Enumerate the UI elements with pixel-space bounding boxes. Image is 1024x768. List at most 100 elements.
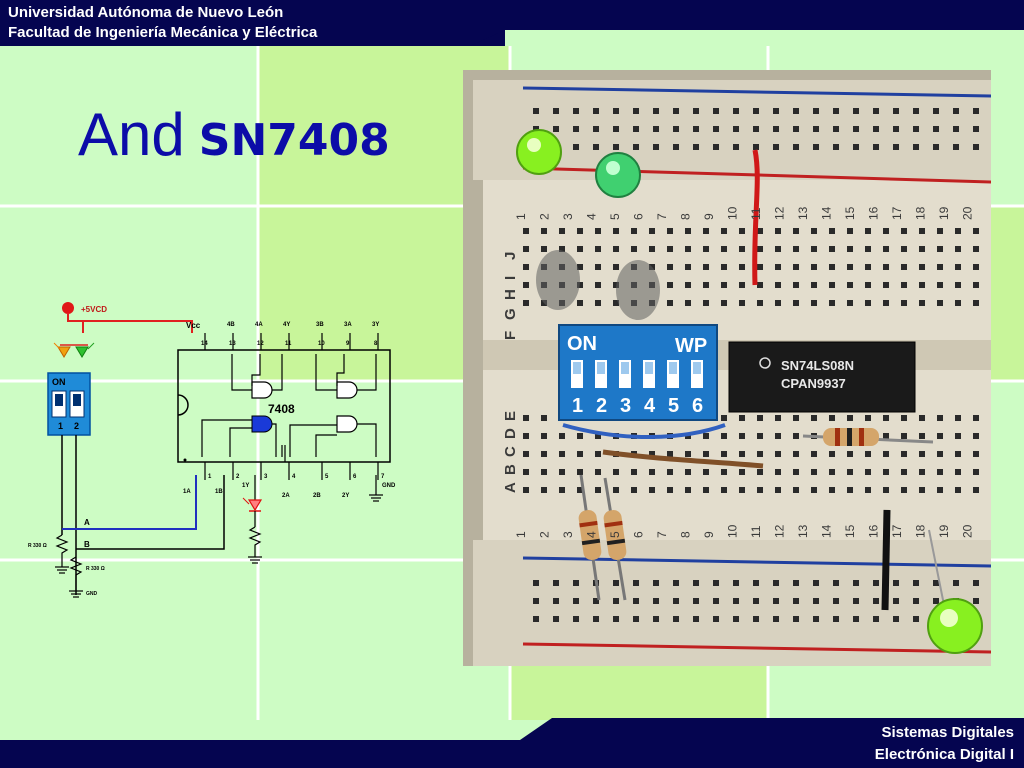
bottom-pin-number: 5 [325, 474, 329, 480]
dip-number: 5 [668, 395, 679, 417]
footer-shape [0, 718, 1024, 768]
column-number-top: 9 [702, 213, 716, 220]
column-number-top: 5 [608, 213, 622, 220]
column-number-bottom: 1 [514, 531, 528, 538]
switch-on-label: ON [52, 377, 66, 387]
switch-number-2: 2 [74, 421, 79, 431]
column-number-top: 10 [726, 206, 740, 220]
vcc-label: Vcc [186, 321, 201, 330]
column-number-top: 13 [796, 206, 810, 220]
row-letter: H [502, 289, 519, 300]
column-number-top: 14 [820, 206, 834, 220]
row-letter: J [502, 252, 519, 260]
column-number-top: 19 [937, 206, 951, 220]
top-pin-number: 13 [229, 341, 236, 347]
top-pin-name: 4Y [283, 322, 290, 328]
horizontal-resistor [802, 428, 934, 446]
column-number-top: 16 [867, 206, 881, 220]
wire-a-label: A [84, 518, 90, 527]
row-letter: C [502, 446, 519, 457]
column-number-top: 6 [632, 213, 646, 220]
internal-gates [231, 354, 377, 462]
column-number-top: 1 [514, 213, 528, 220]
top-pin-number: 14 [201, 341, 208, 347]
column-number-bottom: 5 [608, 531, 622, 538]
dip-number: 2 [596, 395, 607, 417]
green-led-top-right [595, 152, 641, 198]
resistor-2-label: R 330 Ω [86, 566, 105, 572]
row-letter: D [502, 428, 519, 439]
vertical-resistors [578, 474, 627, 601]
bottom-pin-name: 1Y [242, 483, 249, 489]
row-letter: I [502, 276, 519, 280]
university-name: Universidad Autónoma de Nuevo León [8, 4, 284, 21]
column-number-bottom: 12 [773, 524, 787, 538]
black-jumper-wire [881, 509, 891, 611]
bottom-pin-name: GND [382, 483, 396, 489]
header-shape [0, 0, 1024, 46]
ic-notch [177, 394, 189, 416]
column-number-top: 20 [961, 206, 975, 220]
column-numbers: 1122334455667788991010111112121313141415… [514, 206, 975, 538]
brown-jumper-wire [602, 449, 764, 469]
header-bar: Universidad Autónoma de Nuevo León Facul… [0, 0, 1024, 46]
wire-b [76, 475, 225, 550]
column-number-top: 18 [914, 206, 928, 220]
output-led [242, 475, 263, 564]
supply-wire-switch [67, 314, 84, 333]
red-jumper-wire [752, 149, 760, 286]
dip-number: 4 [644, 395, 656, 417]
row-letter: G [502, 308, 519, 320]
ground-label: GND [86, 591, 98, 597]
top-pin-name: 3A [344, 322, 352, 328]
ic-chip-photo: SN74LS08N CPAN9937 [728, 341, 916, 413]
slide-title: And SN7408 [78, 100, 390, 169]
indicator-leds [53, 342, 95, 358]
faculty-name: Facultad de Ingeniería Mecánica y Eléctr… [8, 24, 318, 41]
ic-body [177, 349, 391, 463]
column-number-top: 2 [538, 213, 552, 220]
resistor-1-label: R 330 Ω [28, 543, 47, 549]
dip-wp-label: WP [675, 335, 707, 357]
top-pin-number: 12 [257, 341, 264, 347]
column-number-top: 3 [561, 213, 575, 220]
column-number-top: 17 [890, 206, 904, 220]
bottom-pin-number: 3 [264, 474, 268, 480]
bottom-pin-name: 2Y [342, 493, 349, 499]
top-pin-number: 11 [285, 341, 292, 347]
top-pin-name: 3B [316, 322, 324, 328]
bottom-pin-number: 6 [353, 474, 357, 480]
switch-number-1: 1 [58, 421, 63, 431]
bottom-pin-name: 2A [282, 493, 290, 499]
column-number-bottom: 7 [655, 531, 669, 538]
column-number-bottom: 6 [632, 531, 646, 538]
title-word: And [78, 101, 185, 168]
column-number-bottom: 16 [867, 524, 881, 538]
column-number-bottom: 13 [796, 524, 810, 538]
ic-marking-line1: SN74LS08N [781, 358, 854, 373]
column-number-bottom: 4 [585, 531, 599, 538]
pulldown-resistors [55, 534, 83, 598]
bottom-pin-number: 1 [208, 474, 212, 480]
top-pin-name: 4A [255, 322, 263, 328]
title-part-number: SN7408 [198, 115, 390, 166]
ic-ground-symbol [369, 475, 383, 502]
wire-a [62, 475, 197, 530]
dip-on-label: ON [567, 333, 597, 355]
column-number-bottom: 11 [749, 525, 763, 538]
row-letter: E [502, 411, 519, 421]
ic-label: 7408 [268, 402, 295, 416]
green-led-top-left [516, 129, 562, 175]
blue-jumper-wire [562, 423, 726, 439]
top-pin-name: 4B [227, 322, 235, 328]
column-number-bottom: 17 [890, 524, 904, 538]
column-number-top: 15 [843, 206, 857, 220]
column-number-top: 11 [749, 207, 763, 220]
column-number-bottom: 15 [843, 524, 857, 538]
column-number-bottom: 18 [914, 524, 928, 538]
supply-label: +5VCD [81, 305, 107, 314]
footer-bar: Sistemas Digitales Electrónica Digital I [0, 718, 1024, 768]
